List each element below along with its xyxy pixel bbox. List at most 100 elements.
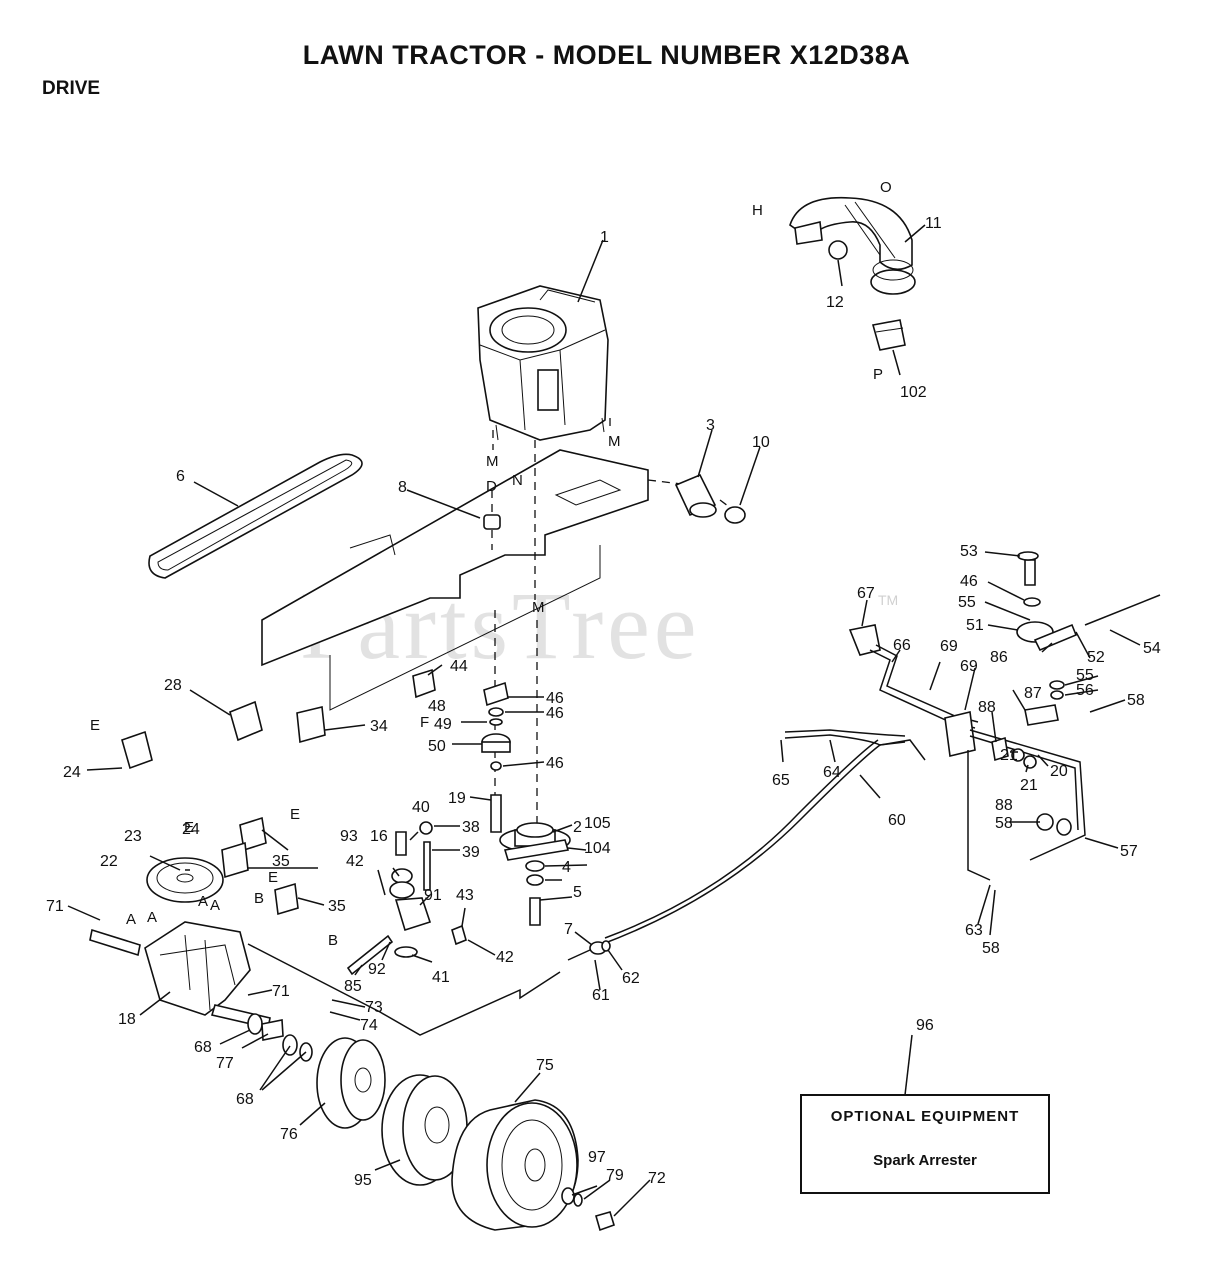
- callout-69b: 69: [960, 658, 978, 675]
- callout-28: 28: [164, 677, 182, 694]
- letter-E4: E: [268, 869, 278, 886]
- callout-63: 63: [965, 922, 983, 939]
- axle-washers: [247, 1013, 313, 1062]
- tube-part: [674, 473, 717, 518]
- letter-M2: M: [608, 433, 621, 450]
- callout-44: 44: [450, 658, 468, 675]
- callout-35b: 35: [328, 898, 346, 915]
- leader-lines: [67, 224, 1141, 1217]
- bracket-44: [412, 668, 436, 699]
- callout-38: 38: [462, 819, 480, 836]
- callout-34: 34: [370, 718, 388, 735]
- transaxle-pulley: [146, 857, 224, 903]
- letter-B2: B: [328, 932, 338, 949]
- callout-75: 75: [536, 1057, 554, 1074]
- callout-10: 10: [752, 434, 770, 451]
- optional-equipment-box: OPTIONAL EQUIPMENT Spark Arrester: [800, 1094, 1050, 1194]
- callout-66: 66: [893, 637, 911, 654]
- callout-labels: 1 2 3 4 5 6 7 8 10 11 12 16 18 19 20 21 …: [46, 215, 1161, 1189]
- callout-68b: 68: [236, 1091, 254, 1108]
- callout-46b: 46: [546, 705, 564, 722]
- callout-21b: 21: [1020, 777, 1038, 794]
- callout-104: 104: [584, 840, 611, 857]
- cap-part: [724, 506, 746, 524]
- letter-F: F: [420, 714, 429, 731]
- callout-16: 16: [370, 828, 388, 845]
- callout-43: 43: [456, 887, 474, 904]
- rod-64: [784, 734, 906, 746]
- rod-64b: [784, 729, 906, 737]
- callout-61: 61: [592, 987, 610, 1004]
- callout-12: 12: [826, 294, 844, 311]
- callout-76: 76: [280, 1126, 298, 1143]
- callout-105: 105: [584, 815, 611, 832]
- letter-A3: A: [198, 893, 208, 910]
- callout-86: 86: [990, 649, 1008, 666]
- brake-rod-60: [599, 739, 926, 946]
- shift-lever: [848, 624, 1086, 881]
- callout-3: 3: [706, 417, 715, 434]
- callout-8: 8: [398, 479, 407, 496]
- wheel-hub: [316, 1037, 386, 1129]
- page-title: LAWN TRACTOR - MODEL NUMBER X12D38A: [302, 40, 911, 70]
- bracket-28: [229, 700, 263, 742]
- callout-24b: 24: [182, 821, 200, 838]
- callout-55a: 55: [958, 594, 976, 611]
- callout-39: 39: [462, 844, 480, 861]
- idler-arm-assembly: [346, 821, 467, 976]
- callout-40: 40: [412, 799, 430, 816]
- letter-E1: E: [90, 717, 100, 734]
- callout-87: 87: [1024, 685, 1042, 702]
- callout-7: 7: [564, 921, 573, 938]
- callout-52: 52: [1087, 649, 1105, 666]
- callout-51: 51: [966, 617, 984, 634]
- callout-4: 4: [562, 859, 571, 876]
- callout-42b: 42: [496, 949, 514, 966]
- callout-58c: 58: [982, 940, 1000, 957]
- callout-77: 77: [216, 1055, 234, 1072]
- reference-letters: H O P M M N D M E E E E F B B A A A A: [90, 179, 892, 949]
- callout-58b: 58: [995, 815, 1013, 832]
- letter-E2: E: [290, 806, 300, 823]
- callout-21a: 21: [1000, 747, 1018, 764]
- callout-22: 22: [100, 853, 118, 870]
- callout-2: 2: [573, 819, 582, 836]
- callout-50: 50: [428, 738, 446, 755]
- callout-79: 79: [606, 1167, 624, 1184]
- callout-55b: 55: [1076, 667, 1094, 684]
- callout-73: 73: [365, 999, 383, 1016]
- callout-18: 18: [118, 1011, 136, 1028]
- letter-N: N: [512, 472, 523, 489]
- callout-23: 23: [124, 828, 142, 845]
- callout-46a: 46: [546, 690, 564, 707]
- callout-53: 53: [960, 543, 978, 560]
- letter-M3: M: [532, 599, 545, 616]
- callout-97: 97: [588, 1149, 606, 1166]
- callout-68a: 68: [194, 1039, 212, 1056]
- bracket-35: [221, 841, 299, 916]
- engine-part: [477, 285, 609, 441]
- wheel-rim: [381, 1074, 468, 1186]
- section-label: DRIVE: [42, 78, 101, 99]
- bolt-part: [483, 490, 501, 550]
- callout-48: 48: [428, 698, 446, 715]
- engine-pulley: [499, 822, 571, 926]
- callout-49: 49: [434, 716, 452, 733]
- letter-H: H: [752, 202, 763, 219]
- callout-71a: 71: [46, 898, 64, 915]
- callout-88a: 88: [978, 699, 996, 716]
- letter-D: D: [486, 478, 497, 495]
- callout-91: 91: [424, 887, 442, 904]
- brake-rod-60b: [604, 739, 879, 939]
- callout-92: 92: [368, 961, 386, 978]
- muffler-part: [789, 196, 916, 351]
- callout-62: 62: [622, 970, 640, 987]
- letter-A4: A: [210, 897, 220, 914]
- idler-pulley-stack: [481, 681, 511, 833]
- callout-41: 41: [432, 969, 450, 986]
- callout-35a: 35: [272, 853, 290, 870]
- callout-46c: 46: [546, 755, 564, 772]
- callout-60: 60: [888, 812, 906, 829]
- letter-B1: B: [254, 890, 264, 907]
- callout-74: 74: [360, 1017, 378, 1034]
